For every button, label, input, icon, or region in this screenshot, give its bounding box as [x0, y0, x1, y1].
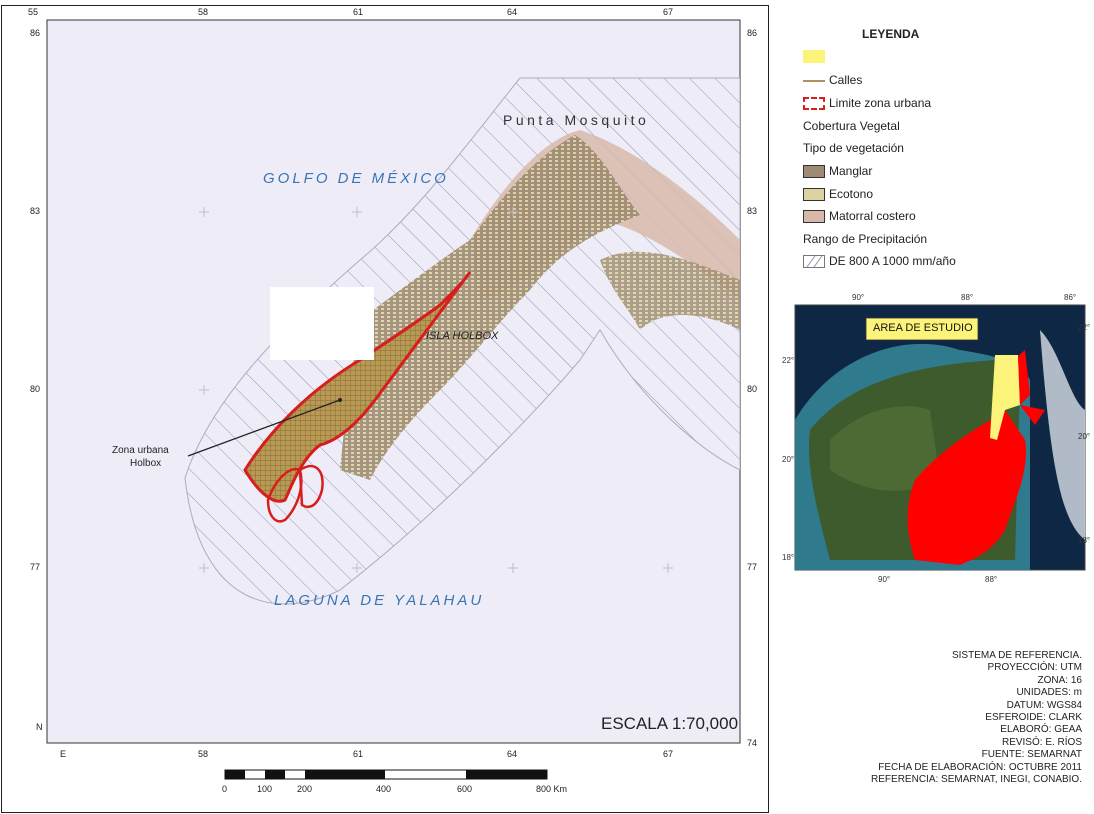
- scalebar-tick: 0: [222, 784, 228, 794]
- urban-zone-leader: [187, 399, 341, 457]
- study-area-label: AREA DE ESTUDIO: [873, 322, 973, 334]
- scrub-swatch: [803, 209, 825, 223]
- urban-zone: [243, 271, 472, 503]
- metadata-line: REFERENCIA: SEMARNAT, INEGI, CONABIO.: [871, 774, 1082, 786]
- legend-item-label: Tipo de vegetación: [803, 141, 904, 155]
- inset-bottom-tick: 88°: [985, 575, 998, 584]
- scalebar-tick: 800 Km: [536, 784, 568, 794]
- lagoon-label: LAGUNA DE YALAHAU: [274, 592, 485, 609]
- legend-item-label: Calles: [829, 73, 863, 87]
- inset-label-box: [865, 317, 979, 341]
- inset-right-tick: 20°: [1078, 432, 1091, 441]
- metadata-line: ZONA: 16: [1037, 674, 1082, 686]
- scalebar-tick: 100: [257, 784, 273, 794]
- scale-bar: [224, 769, 548, 780]
- legend-heading-precipitacion: Rango de Precipitación: [803, 232, 927, 246]
- metadata-line: FUENTE: SEMARNAT: [981, 749, 1082, 761]
- urban-label-line1: Zona urbana: [112, 445, 169, 456]
- legend-title: LEYENDA: [862, 27, 920, 41]
- study-area-swatch: [803, 50, 825, 63]
- y-tick-left: 80: [30, 384, 41, 394]
- legend-item-label: Matorral costero: [829, 209, 916, 223]
- island-label: ISLA HOLBOX: [426, 330, 499, 342]
- map-metadata: SISTEMA DE REFERENCIA. PROYECCIÓN: UTM Z…: [871, 650, 1082, 786]
- x-tick-top: 58: [198, 7, 209, 17]
- metadata-line: UNIDADES: m: [1016, 687, 1082, 699]
- y-tick-right: 77: [747, 562, 758, 572]
- mangrove-east: [600, 251, 740, 330]
- legend-item-calles: Calles: [803, 73, 862, 87]
- legend-item-manglar: Manglar: [803, 164, 872, 178]
- legend-item-label: Cobertura Vegetal: [803, 119, 900, 133]
- x-tick-bottom: 58: [198, 749, 209, 759]
- metadata-line: REVISÓ: E. RÍOS: [1001, 736, 1082, 748]
- hatch-swatch-icon: [803, 254, 825, 268]
- y-tick-left: 77: [30, 562, 41, 572]
- urban-boundary-south2: [298, 464, 324, 509]
- legend-item-label: Manglar: [829, 164, 873, 178]
- metadata-line: DATUM: WGS84: [1006, 699, 1082, 711]
- legend-item-ecotono: Ecotono: [803, 187, 873, 201]
- inset-top-tick: 86°: [1064, 293, 1077, 302]
- metadata-line: PROYECCIÓN: UTM: [987, 662, 1082, 674]
- x-tick-top: 64: [507, 7, 518, 17]
- y-tick-right: 74: [747, 738, 758, 748]
- street-line-icon: [803, 79, 825, 82]
- scalebar-tick: 600: [457, 784, 473, 794]
- x-tick-bottom: 61: [353, 749, 364, 759]
- urban-limit-swatch: [803, 96, 825, 110]
- x-tick-top: 55: [28, 7, 39, 17]
- legend-item-precip-range: DE 800 A 1000 mm/año: [803, 254, 956, 268]
- inset-right-tick: 22°: [1078, 323, 1091, 332]
- corner-e-label: E: [60, 749, 67, 759]
- scalebar-tick: 400: [376, 784, 392, 794]
- inset-bottom-tick: 90°: [878, 575, 891, 584]
- point-label: Punta Mosquito: [503, 112, 650, 128]
- legend-heading-cobertura: Cobertura Vegetal: [803, 119, 900, 133]
- inset-left-tick: 22°: [782, 356, 795, 365]
- inset-left-tick: 18°: [782, 553, 795, 562]
- inset-left-tick: 20°: [782, 455, 795, 464]
- legend-item-matorral: Matorral costero: [803, 209, 916, 223]
- x-tick-bottom: 64: [507, 749, 518, 759]
- metadata-line: ELABORÓ: GEAA: [1000, 724, 1082, 736]
- urban-label-line2: Holbox: [130, 458, 162, 469]
- mangrove-swatch: [803, 164, 825, 178]
- legend-item-label: Ecotono: [829, 187, 874, 201]
- metadata-line: ESFEROIDE: CLARK: [985, 712, 1082, 724]
- ecotone-swatch: [803, 187, 825, 201]
- x-tick-top: 67: [663, 7, 674, 17]
- corner-n-label: N: [36, 722, 43, 732]
- inset-top-tick: 88°: [961, 293, 974, 302]
- metadata-line: FECHA DE ELABORACIÓN: OCTUBRE 2011: [878, 761, 1082, 773]
- y-tick-right: 80: [747, 384, 758, 394]
- urban-zone-point: [338, 398, 342, 402]
- grid-crosses: [199, 207, 673, 573]
- legend-item-study-area: [803, 50, 829, 63]
- legend-item-label: DE 800 A 1000 mm/año: [829, 254, 956, 268]
- scale-text: ESCALA 1:70,000: [601, 714, 739, 733]
- legend-item-limite: Limite zona urbana: [803, 96, 931, 110]
- y-tick-left: 86: [30, 28, 41, 38]
- metadata-line: SISTEMA DE REFERENCIA.: [951, 650, 1082, 661]
- legend-heading-tipo: Tipo de vegetación: [803, 141, 904, 155]
- urban-boundary-south: [266, 467, 303, 523]
- x-tick-bottom: 67: [663, 749, 674, 759]
- legend-item-label: Limite zona urbana: [829, 96, 932, 110]
- blank-box: [270, 287, 374, 360]
- mangrove-area: [340, 135, 640, 480]
- inset-map: [795, 330, 1085, 570]
- y-tick-right: 83: [747, 206, 758, 216]
- y-tick-right: 86: [747, 28, 758, 38]
- scalebar-tick: 200: [297, 784, 313, 794]
- legend-item-label: Rango de Precipitación: [803, 232, 928, 246]
- y-tick-left: 83: [30, 206, 41, 216]
- gulf-label: GOLFO DE MÉXICO: [263, 170, 449, 187]
- inset-top-tick: 90°: [852, 293, 865, 302]
- x-tick-top: 61: [353, 7, 364, 17]
- inset-right-tick: 18°: [1078, 536, 1091, 545]
